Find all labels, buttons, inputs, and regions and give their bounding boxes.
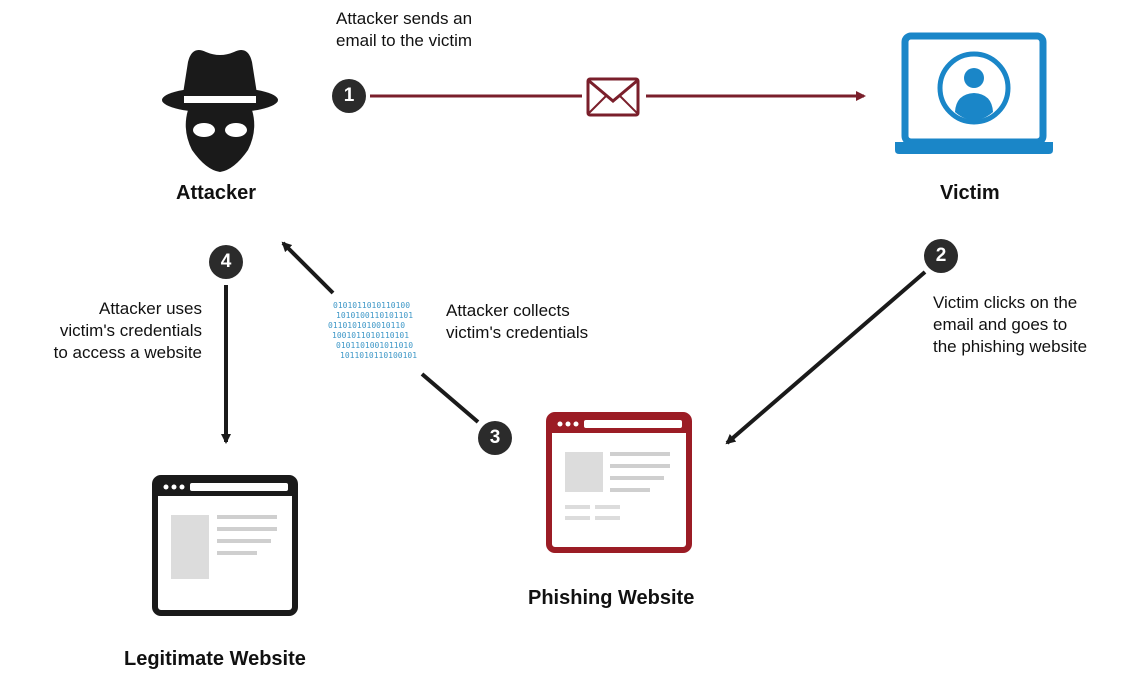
phishing-website-label: Phishing Website [528,587,695,609]
arrow-phishing-to-data [420,372,480,424]
step-badge-2: 2 [924,239,958,273]
arrow-data-to-attacker [281,241,335,295]
step-1-description: Attacker sends an email to the victim [336,9,473,50]
step-4-description: Attacker uses victim's credentials to ac… [53,299,202,362]
arrow-victim-to-phishing [725,270,927,445]
step-badge-4: 4 [209,245,243,279]
legit-browser-icon [152,475,298,616]
step-badge-1: 1 [332,79,366,113]
svg-text:1011010110100101: 1011010110100101 [340,351,417,360]
spy-icon [162,49,278,172]
binary-data-icon: 0101011010110100 1010100110101101 011010… [328,301,417,360]
svg-text:1010100110101101: 1010100110101101 [336,311,413,320]
svg-text:1001011010110101: 1001011010110101 [332,331,409,340]
svg-text:0101101001011010: 0101101001011010 [336,341,413,350]
legitimate-website-label: Legitimate Website [124,648,306,670]
step-badge-3: 3 [478,421,512,455]
attacker-label: Attacker [176,182,257,204]
victim-label: Victim [940,182,1000,204]
step-2-description: Victim clicks on the email and goes to t… [933,293,1088,356]
svg-text:0110101010010110: 0110101010010110 [328,321,405,330]
svg-text:0101011010110100: 0101011010110100 [333,301,410,310]
browser-window-icon [546,412,692,553]
envelope-icon [586,77,640,117]
laptop-user-icon [895,32,1053,154]
step-3-description: Attacker collects victim's credentials [446,301,589,342]
